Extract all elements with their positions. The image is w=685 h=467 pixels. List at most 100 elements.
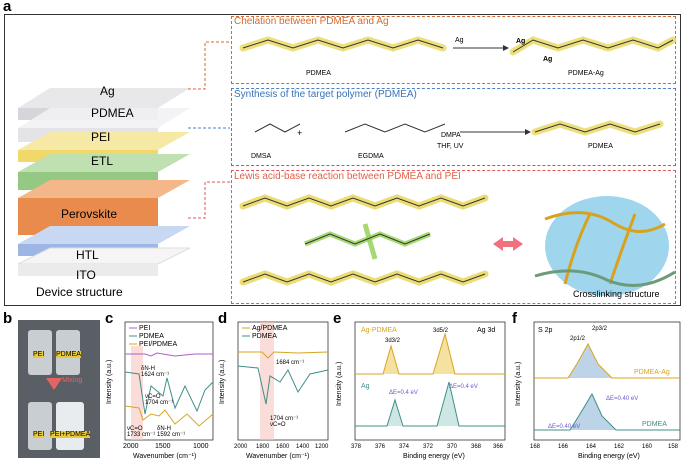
synthesis-box	[231, 88, 676, 166]
chart-c-ylabel: Intensity (a.u.)	[106, 360, 113, 404]
synthesis-title: Synthesis of the target polymer (PDMEA)	[234, 89, 417, 100]
layer-label-perovskite: Perovskite	[61, 207, 118, 221]
chart-d-legend-1: PDMEA	[252, 333, 277, 340]
chart-d-xtick-3: 1400	[296, 444, 310, 450]
chart-e-ylabel: Intensity (a.u.)	[336, 362, 343, 406]
chart-f-xtick-5: 158	[668, 444, 679, 450]
photo-label-pdmea-top: PDMEA	[56, 351, 81, 358]
layer-label-htl: HTL	[76, 248, 99, 262]
chart-c-legend-1: PDMEA	[139, 333, 164, 340]
device-stack	[17, 88, 191, 276]
chart-c-legend-0: PEI	[139, 325, 150, 332]
chart-d-annot-0: 1684 cm⁻¹	[276, 360, 304, 366]
chart-d-annot-2: νC=O	[270, 422, 286, 428]
panel-label-d: d	[218, 310, 228, 327]
chart-c-xtick-0: 2000	[123, 443, 139, 450]
layer-label-pdmea: PDMEA	[91, 106, 134, 120]
photo-label-pei-top: PEI	[33, 351, 45, 358]
lewis-scheme	[239, 194, 675, 296]
panel-label-e: e	[333, 310, 342, 327]
chart-e-xlabel: Binding energy (eV)	[403, 453, 465, 460]
chart-c-annot-4: νC=O	[127, 426, 143, 432]
chart-d-annot-1: 1704 cm⁻¹	[270, 416, 298, 422]
chart-f-legend-0: PDMEA-Ag	[634, 369, 670, 376]
device-caption: Device structure	[36, 285, 123, 299]
chart-f-xtick-1: 166	[558, 444, 569, 450]
chelation-box	[231, 16, 676, 84]
chart-e-title: Ag 3d	[477, 327, 495, 334]
chart-f-xlabel: Binding energy (eV)	[578, 453, 640, 460]
chart-d-ylabel: Intensity (a.u.)	[219, 360, 226, 404]
synthesis-scheme	[254, 120, 664, 136]
chart-d-xtick-4: 1200	[315, 444, 329, 450]
chart-f-xtick-3: 162	[614, 444, 625, 450]
lewis-crosslink-label: Crosslinking structure	[573, 289, 660, 299]
synthesis-dmsa: DMSA	[251, 153, 272, 160]
chart-e-xtick-0: 378	[351, 444, 362, 450]
chart-e-annot-0: 3d3/2	[385, 338, 401, 344]
lewis-box	[231, 170, 676, 304]
chart-d-legend-0: Ag/PDMEA	[252, 325, 288, 332]
chart-c-xtick-1: 1500	[155, 443, 171, 450]
chart-e-legend-0: Ag-PDMEA	[361, 327, 397, 334]
connectors	[188, 41, 230, 219]
chart-f-legend-1: PDMEA	[642, 421, 667, 428]
panel-label-a: a	[3, 0, 12, 15]
chart-d-xtick-0: 2000	[234, 444, 248, 450]
mixing-arrow-icon	[46, 378, 62, 390]
chart-e: Intensity (a.u.) Binding energy (eV) 378…	[333, 316, 509, 462]
chart-e-xtick-1: 376	[375, 444, 386, 450]
chart-f-xtick-4: 160	[642, 444, 653, 450]
chart-c-xtick-2: 1000	[193, 443, 209, 450]
photo-vial-3	[28, 402, 52, 450]
chart-c-annot-1: 1624 cm⁻¹	[141, 372, 169, 378]
chart-e-xtick-4: 370	[447, 444, 458, 450]
chart-c-annot-2: νC=O	[145, 394, 161, 400]
chart-c-annot-3: 1704 cm⁻¹	[145, 400, 173, 406]
chart-f-annot-0: 2p1/2	[570, 336, 586, 342]
chart-c: Intensity (a.u.) Wavenumber (cm⁻¹) 2000 …	[105, 316, 215, 462]
layer-label-ag: Ag	[100, 84, 115, 98]
chart-c-xlabel: Wavenumber (cm⁻¹)	[133, 453, 196, 460]
chart-c-annot-7: 1592 cm⁻¹	[157, 432, 185, 438]
chart-e-annot-3: ΔE=0.4 eV	[449, 384, 478, 390]
panel-label-b: b	[3, 310, 13, 327]
synthesis-catalyst: DMPA	[441, 132, 461, 139]
chart-c-annot-6: δN-H	[157, 426, 171, 432]
chart-d-xtick-1: 1800	[256, 444, 270, 450]
chelation-ag-2: Ag	[543, 56, 553, 63]
chart-c-annot-0: δN-H	[141, 366, 155, 372]
chart-e-xtick-2: 374	[399, 444, 410, 450]
chart-e-xtick-3: 372	[423, 444, 434, 450]
photo-label-pei-bottom: PEI	[33, 431, 45, 438]
chart-e-xtick-5: 368	[471, 444, 482, 450]
chart-d-xtick-2: 1600	[276, 444, 290, 450]
chart-d: Intensity (a.u.) Wavenumber (cm⁻¹) 2000 …	[218, 316, 330, 462]
chart-f: Intensity (a.u.) Binding energy (eV) 168…	[512, 316, 684, 462]
chart-f-title: S 2p	[538, 327, 553, 334]
synthesis-plus: +	[297, 128, 303, 138]
photo-vial-4	[56, 402, 84, 450]
photo-label-mix-bottom: PEI+PDMEA	[50, 431, 91, 438]
synthesis-egdma: EGDMA	[358, 153, 384, 160]
chart-e-legend-1: Ag	[361, 383, 370, 390]
synthesis-product: PDMEA	[588, 143, 613, 150]
layer-label-pei: PEI	[91, 130, 111, 144]
chart-f-xtick-0: 168	[530, 444, 541, 450]
panel-label-f: f	[512, 310, 517, 327]
layer-label-ito: ITO	[76, 268, 96, 282]
chelation-scheme	[239, 36, 677, 56]
chart-c-legend-2: PEI/PDMEA	[139, 341, 177, 348]
chart-f-annot-1: 2p3/2	[592, 326, 608, 332]
chart-f-annot-2: ΔE=0.40 eV	[548, 424, 580, 430]
photo-mixing-label: Mixing	[62, 377, 83, 384]
chart-e-annot-2: ΔE=0.4 eV	[389, 390, 418, 396]
layer-label-etl: ETL	[91, 154, 114, 168]
chelation-left-label: PDMEA	[306, 70, 331, 77]
chart-d-xlabel: Wavenumber (cm⁻¹)	[246, 453, 309, 460]
chart-f-annot-3: ΔE=0.40 eV	[606, 396, 638, 402]
chart-f-xtick-2: 164	[586, 444, 597, 450]
chart-e-annot-1: 3d5/2	[433, 328, 449, 334]
lewis-title: Lewis acid-base reaction between PDMEA a…	[234, 171, 461, 182]
synthesis-conditions: THF, UV	[437, 143, 464, 150]
